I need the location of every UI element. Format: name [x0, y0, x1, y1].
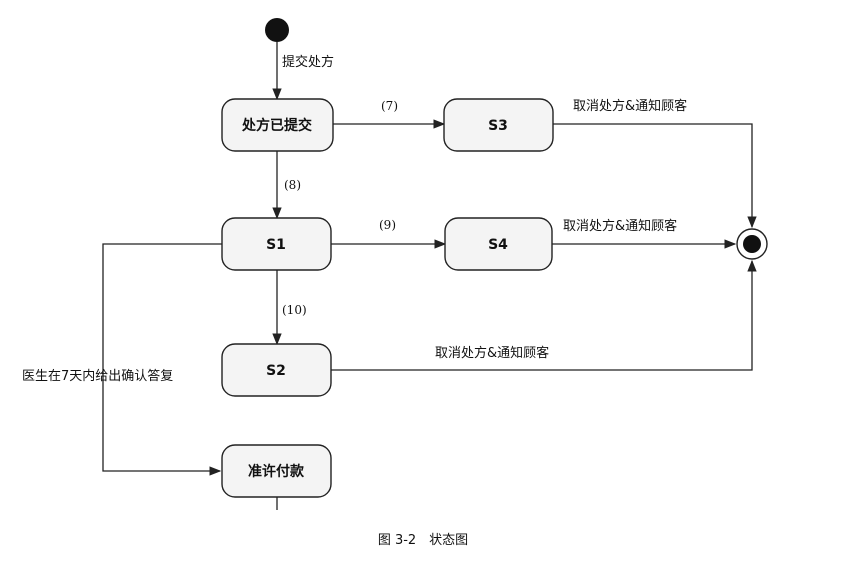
- label-transition-8: (8): [284, 178, 301, 192]
- label-s4-cancel-notify: 取消处方&通知顾客: [563, 218, 677, 234]
- state-submitted-label: 处方已提交: [241, 117, 312, 134]
- label-transition-10: (10): [282, 303, 307, 317]
- state-s4-label: S4: [488, 237, 508, 253]
- label-transition-7: (7): [381, 99, 398, 113]
- edge-s1-to-approve: [102, 243, 222, 476]
- state-approve-payment-label: 准许付款: [248, 463, 305, 480]
- state-s1: S1: [221, 217, 332, 271]
- state-s2: S2: [221, 343, 332, 397]
- state-s4: S4: [444, 217, 553, 271]
- label-s3-cancel-notify: 取消处方&通知顾客: [573, 98, 687, 114]
- initial-state: [265, 18, 289, 42]
- edge-s2-to-end: [331, 259, 757, 371]
- final-state: [736, 228, 768, 260]
- state-s3-label: S3: [488, 118, 508, 134]
- label-s2-cancel-notify: 取消处方&通知顾客: [435, 345, 549, 361]
- label-doctor-confirm: 医生在7天内给出确认答复: [22, 368, 173, 384]
- figure-caption: 图 3-2 状态图: [378, 533, 468, 548]
- state-approve-payment: 准许付款: [221, 444, 332, 498]
- state-submitted: 处方已提交: [221, 98, 334, 152]
- state-s3: S3: [443, 98, 554, 152]
- edge-s3-to-end: [553, 123, 757, 229]
- label-transition-9: (9): [379, 218, 396, 232]
- state-s2-label: S2: [266, 363, 286, 379]
- state-s1-label: S1: [266, 237, 286, 253]
- label-submit-prescription: 提交处方: [282, 54, 334, 70]
